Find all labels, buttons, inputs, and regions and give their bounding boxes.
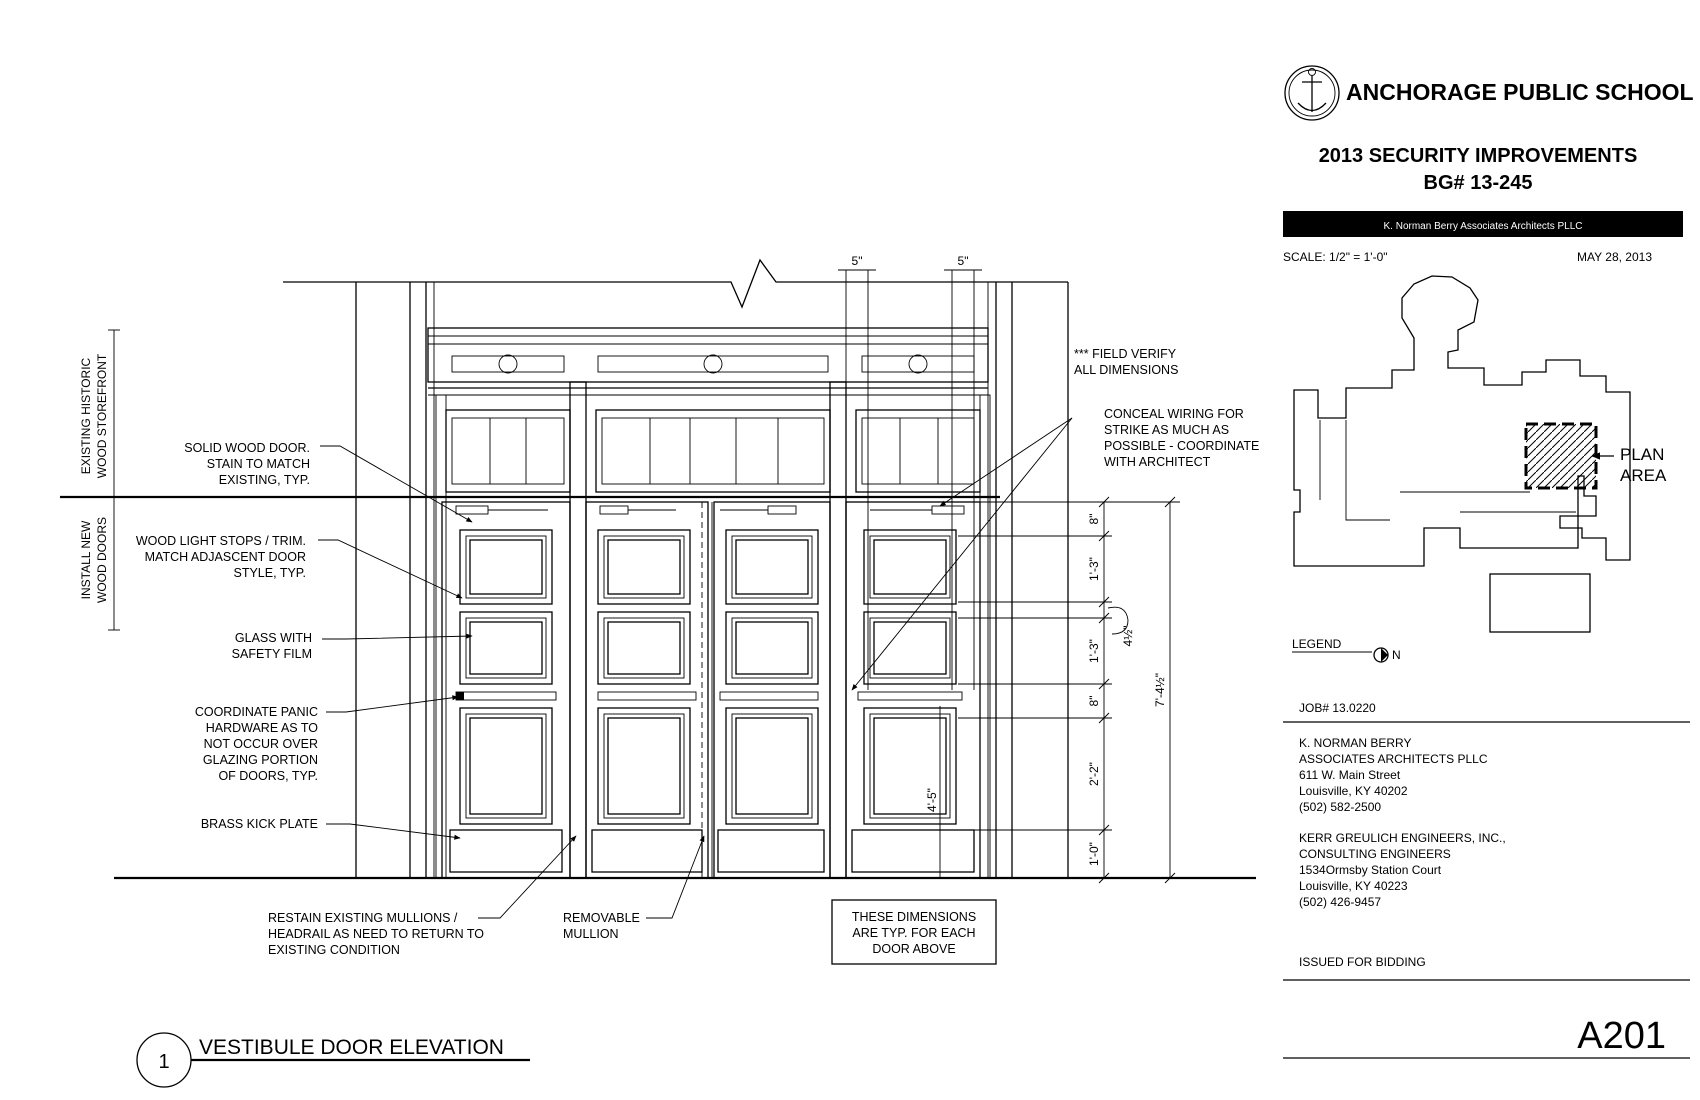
dim-1ft0in: 1'-0" <box>1087 842 1101 866</box>
svg-text:BRASS KICK PLATE: BRASS KICK PLATE <box>201 817 318 831</box>
note-solid-wood-door: SOLID WOOD DOOR. STAIN TO MATCH EXISTING… <box>184 441 473 523</box>
svg-text:STAIN TO MATCH: STAIN TO MATCH <box>207 457 310 471</box>
svg-text:GLAZING PORTION: GLAZING PORTION <box>203 753 318 767</box>
svg-text:STRIKE AS MUCH AS: STRIKE AS MUCH AS <box>1104 423 1229 437</box>
title-block: ANCHORAGE PUBLIC SCHOOL 2013 SECURITY IM… <box>1283 65 1694 1059</box>
dim-side: 4½" <box>1121 626 1135 647</box>
architect-firm: ASSOCIATES ARCHITECTS PLLC <box>1299 752 1488 766</box>
overall-dim: 7'-4½" <box>1153 673 1167 707</box>
note-kick-plate: BRASS KICK PLATE <box>201 817 461 840</box>
dim-1ft3in-a: 1'-3" <box>1087 557 1101 581</box>
engineer-city: Louisville, KY 40223 <box>1299 879 1408 893</box>
north-arrow-icon <box>1373 647 1389 663</box>
right-notes: *** FIELD VERIFY ALL DIMENSIONS CONCEAL … <box>851 347 1259 691</box>
note-glass: GLASS WITH SAFETY FILM <box>232 631 473 661</box>
engineer-name: KERR GREULICH ENGINEERS, INC., <box>1299 831 1506 845</box>
existing-label: EXISTING HISTORIC <box>79 357 93 474</box>
dim-8in-top: 8" <box>1087 514 1101 525</box>
new-label: INSTALL NEW <box>79 520 93 599</box>
svg-text:MULLION: MULLION <box>563 927 619 941</box>
engineer-firm: CONSULTING ENGINEERS <box>1299 847 1451 861</box>
architect-name: K. NORMAN BERRY <box>1299 736 1411 750</box>
plan-area-label: AREA <box>1620 466 1667 485</box>
firm-banner-bar <box>1283 211 1683 237</box>
svg-text:ALL DIMENSIONS: ALL DIMENSIONS <box>1074 363 1178 377</box>
svg-text:REMOVABLE: REMOVABLE <box>563 911 640 925</box>
key-plan: PLAN AREA <box>1293 275 1667 633</box>
drawing-title: 1 VESTIBULE DOOR ELEVATION <box>136 1032 530 1088</box>
elevation: 5" 5" 4'-5" <box>60 254 1256 880</box>
scale-label: SCALE: 1/2" = 1'-0" <box>1283 250 1388 264</box>
svg-text:ARE TYP. FOR EACH: ARE TYP. FOR EACH <box>852 926 975 940</box>
svg-text:GLASS WITH: GLASS WITH <box>235 631 312 645</box>
anchor-logo <box>1284 65 1340 121</box>
vertical-dimensions: 8" 1'-3" 1'-3" 8" 2'-2" 1'-0" 4½" 7'-4½" <box>958 496 1180 884</box>
top-dim-left: 5" <box>852 254 863 268</box>
dim-2ft2in: 2'-2" <box>1087 762 1101 786</box>
engineer-phone: (502) 426-9457 <box>1299 895 1381 909</box>
svg-text:WOOD LIGHT STOPS / TRIM.: WOOD LIGHT STOPS / TRIM. <box>136 534 306 548</box>
svg-text:NOT OCCUR OVER: NOT OCCUR OVER <box>204 737 318 751</box>
svg-text:STYLE, TYP.: STYLE, TYP. <box>234 566 307 580</box>
drawing-title-text: VESTIBULE DOOR ELEVATION <box>199 1036 504 1059</box>
door-left <box>441 501 571 879</box>
inner-dim: 4'-5" <box>925 788 939 812</box>
bottom-notes: RESTAIN EXISTING MULLIONS / HEADRAIL AS … <box>268 835 997 965</box>
issue-status: ISSUED FOR BIDDING <box>1299 955 1426 969</box>
svg-text:MATCH ADJASCENT DOOR: MATCH ADJASCENT DOOR <box>145 550 306 564</box>
svg-text:THESE DIMENSIONS: THESE DIMENSIONS <box>852 910 976 924</box>
note-panic-hardware: COORDINATE PANIC HARDWARE AS TO NOT OCCU… <box>195 695 459 783</box>
svg-text:OF DOORS, TYP.: OF DOORS, TYP. <box>218 769 318 783</box>
architect-phone: (502) 582-2500 <box>1299 800 1381 814</box>
new-label: WOOD DOORS <box>95 517 109 603</box>
note-removable-mullion: REMOVABLE MULLION <box>563 835 705 941</box>
svg-text:SOLID WOOD DOOR.: SOLID WOOD DOOR. <box>184 441 310 455</box>
architect-street: 611 W. Main Street <box>1299 768 1401 782</box>
svg-text:*** FIELD VERIFY: *** FIELD VERIFY <box>1074 347 1177 361</box>
legend-label: LEGEND <box>1292 637 1342 651</box>
firm-banner-text: K. Norman Berry Associates Architects PL… <box>1384 221 1583 232</box>
svg-text:EXISTING, TYP.: EXISTING, TYP. <box>219 473 310 487</box>
svg-text:POSSIBLE - COORDINATE: POSSIBLE - COORDINATE <box>1104 439 1259 453</box>
job-number: JOB# 13.0220 <box>1299 701 1376 715</box>
door-center-right <box>713 501 831 879</box>
svg-text:EXISTING CONDITION: EXISTING CONDITION <box>268 943 400 957</box>
north-label: N <box>1392 648 1401 662</box>
dim-1ft3in-b: 1'-3" <box>1087 639 1101 663</box>
svg-text:COORDINATE PANIC: COORDINATE PANIC <box>195 705 318 719</box>
note-light-stops: WOOD LIGHT STOPS / TRIM. MATCH ADJASCENT… <box>136 534 463 599</box>
boxed-note: THESE DIMENSIONS ARE TYP. FOR EACH DOOR … <box>831 899 997 965</box>
existing-label: WOOD STOREFRONT <box>95 353 109 478</box>
project-title: 2013 SECURITY IMPROVEMENTS <box>1319 145 1638 167</box>
svg-text:CONCEAL WIRING FOR: CONCEAL WIRING FOR <box>1104 407 1244 421</box>
svg-text:WITH ARCHITECT: WITH ARCHITECT <box>1104 455 1211 469</box>
svg-text:RESTAIN EXISTING MULLIONS /: RESTAIN EXISTING MULLIONS / <box>268 911 458 925</box>
svg-text:HARDWARE AS TO: HARDWARE AS TO <box>206 721 319 735</box>
door-right <box>845 501 981 879</box>
date-label: MAY 28, 2013 <box>1577 250 1652 264</box>
architect-city: Louisville, KY 40202 <box>1299 784 1408 798</box>
dim-8in-bottom: 8" <box>1087 696 1101 707</box>
glazing-panels <box>459 529 957 825</box>
plan-area-marker <box>1524 422 1598 490</box>
left-notes: SOLID WOOD DOOR. STAIN TO MATCH EXISTING… <box>136 441 473 840</box>
note-conceal-wiring: CONCEAL WIRING FOR STRIKE AS MUCH AS POS… <box>851 407 1259 691</box>
school-name: ANCHORAGE PUBLIC SCHOOL <box>1346 79 1694 105</box>
svg-text:DOOR ABOVE: DOOR ABOVE <box>872 942 955 956</box>
sheet-number: A201 <box>1577 1015 1666 1057</box>
svg-text:HEADRAIL AS NEED TO RETURN TO: HEADRAIL AS NEED TO RETURN TO <box>268 927 484 941</box>
side-labels: EXISTING HISTORIC WOOD STOREFRONT INSTAL… <box>79 329 120 631</box>
project-number: BG# 13-245 <box>1424 172 1533 194</box>
note-restain-mullions: RESTAIN EXISTING MULLIONS / HEADRAIL AS … <box>268 835 577 957</box>
engineer-street: 1534Ormsby Station Court <box>1299 863 1442 877</box>
svg-text:SAFETY FILM: SAFETY FILM <box>232 647 312 661</box>
top-dim-right: 5" <box>958 254 969 268</box>
detail-number: 1 <box>158 1051 169 1073</box>
plan-area-label: PLAN <box>1620 445 1664 464</box>
